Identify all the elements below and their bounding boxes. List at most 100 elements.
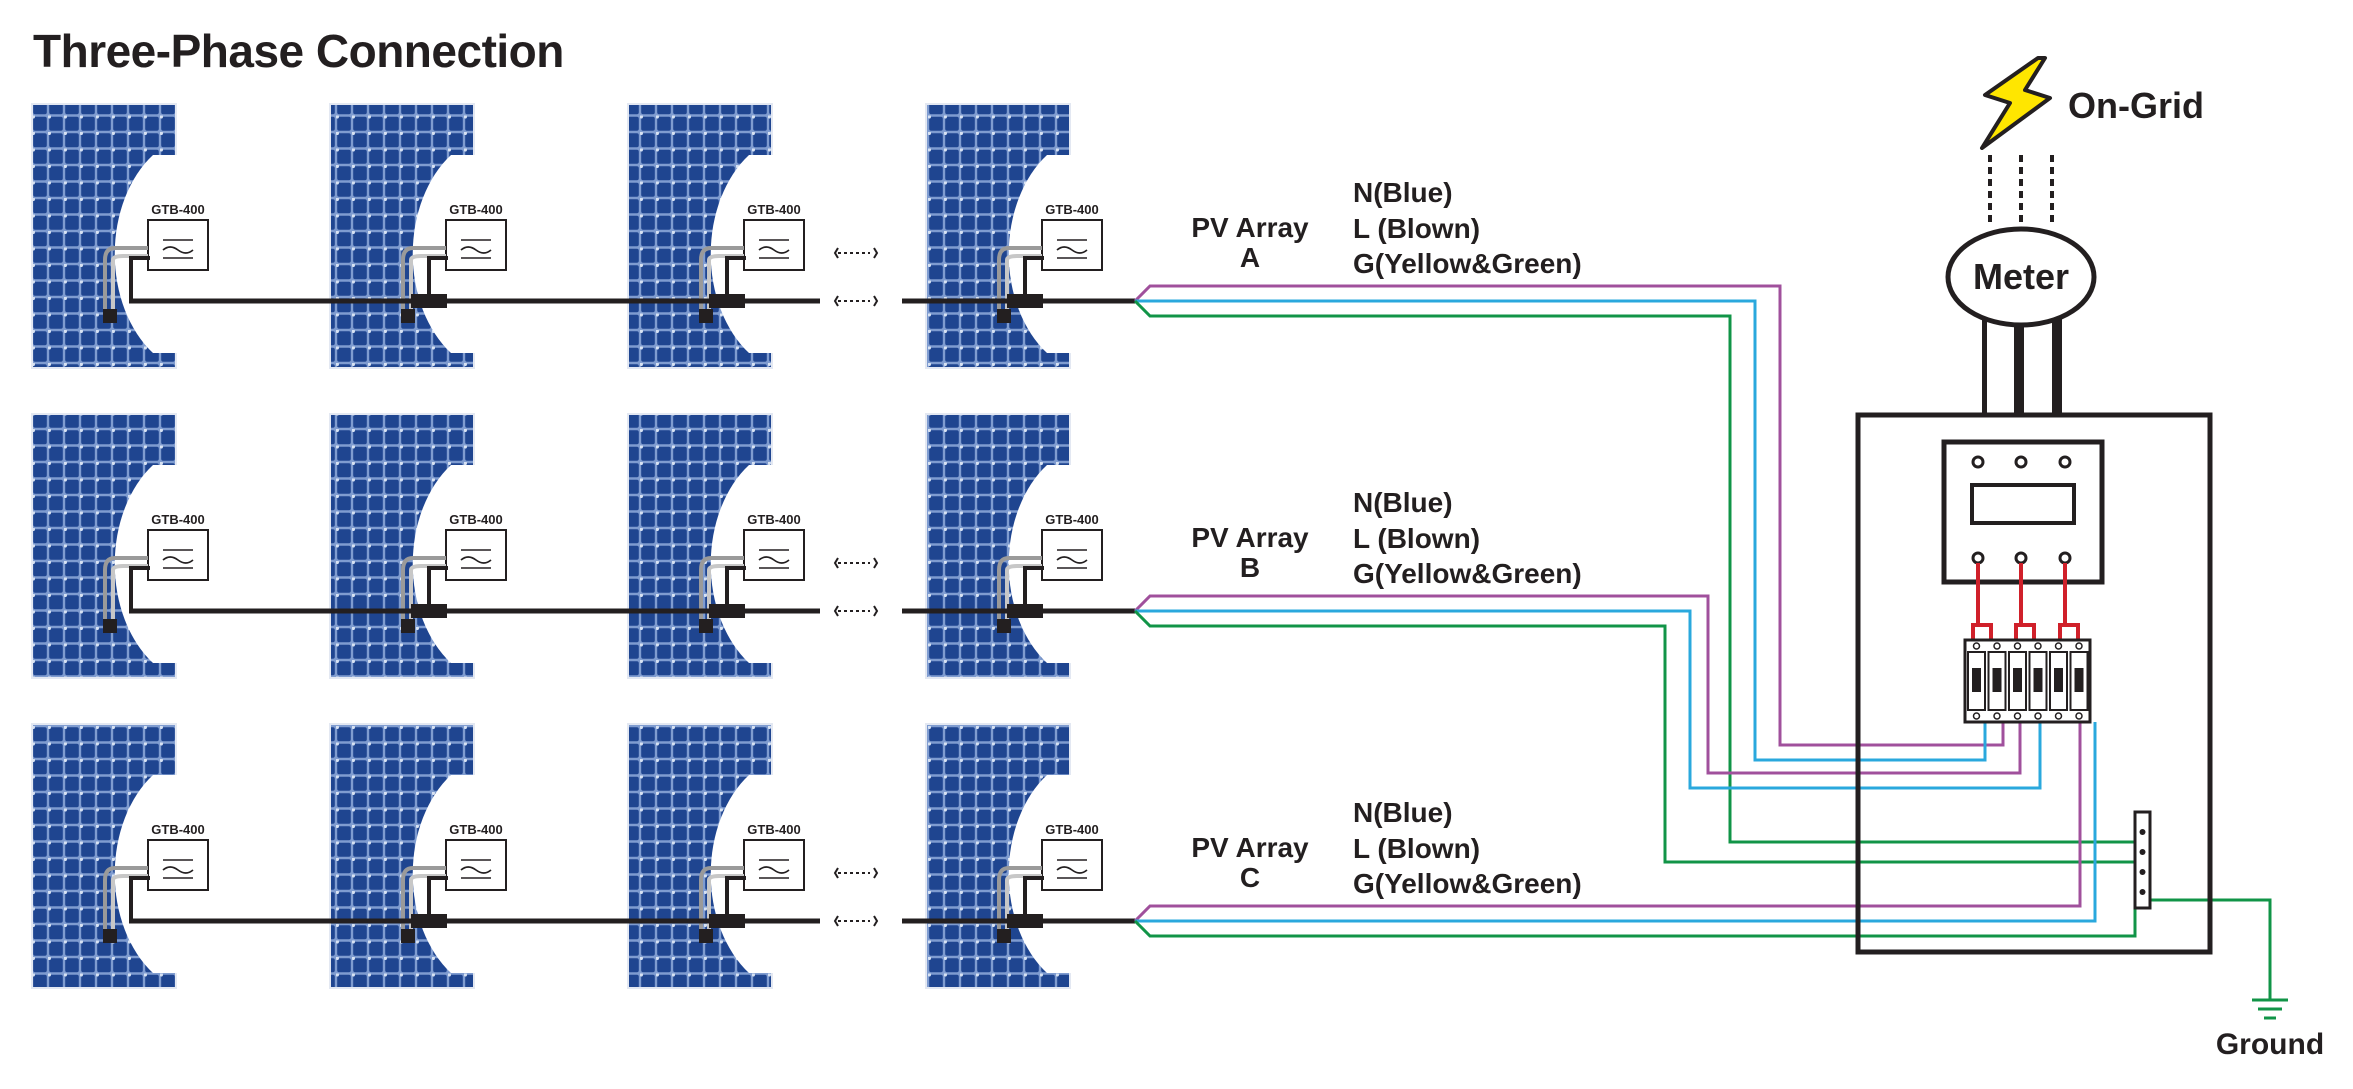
connector [997,929,1011,943]
inverter-box [743,839,805,891]
legend-neutral: N(Blue) [1353,487,1453,518]
dc-lead [1005,254,1042,316]
inverter-box [743,219,805,271]
wires-layer [1133,284,2272,1000]
ground-bar [2133,810,2152,910]
dc-lead [401,866,446,936]
breaker-feed [2065,623,2080,640]
breaker-screw [2075,712,2083,720]
breaker-feed [2014,563,2023,640]
wire-earth [2150,898,2272,1000]
legend-live: L (Blown) [1353,833,1480,864]
inverter-box [147,529,209,581]
breaker-switch [2054,668,2063,692]
inverter-box [445,529,507,581]
inverter-model-label: GTB-400 [151,822,204,837]
inverter-box [147,219,209,271]
pv-array-row: GTB-400 GTB-400 GTB-400 GTB-400 [31,413,1135,679]
breaker-feed [2058,563,2067,640]
inverter-model-label: GTB-400 [151,202,204,217]
inverter-symbol [758,239,790,259]
inverter-model-label: GTB-400 [449,202,502,217]
dc-lead [111,564,148,626]
inverter-model-label: GTB-400 [1045,512,1098,527]
connector [699,929,713,943]
diagram-title: Three-Phase Connection [33,25,564,77]
breaker-screw [2013,642,2022,650]
terminal-screw [2058,551,2072,565]
inverter-box [147,839,209,891]
ac-drop-cable [427,876,448,921]
dc-lead [699,866,744,936]
legend-live: L (Blown) [1353,523,1480,554]
ground-label: Ground [2216,1028,2324,1061]
dc-lead [401,246,446,316]
inverter-symbol [758,859,790,879]
dc-lead [997,556,1042,626]
continuation-ticks [833,557,879,569]
wire-live-b [1133,594,2022,775]
solar-panel-module: GTB-400 [925,723,1103,989]
legend-neutral: N(Blue) [1353,797,1453,828]
solar-panel-module: GTB-400 [627,103,805,369]
inverter-symbol [460,239,492,259]
inverter-model-label: GTB-400 [747,202,800,217]
breaker-screw [2034,642,2042,650]
continuation-ticks [833,605,879,617]
breaker-feed [1978,623,1993,640]
micro-inverter: GTB-400 [743,202,805,271]
connector [997,309,1011,323]
breaker-screw [1993,642,2001,650]
terminal-screw [2014,551,2028,565]
breaker-feed [2021,623,2036,640]
breaker-switch [2074,668,2084,692]
breaker-screw [2054,712,2063,720]
legend-live: L (Blown) [1353,213,1480,244]
wire-neutral-a [1135,299,1987,762]
wire-live-c [1133,722,2082,923]
ac-drop-cable [1023,256,1044,301]
micro-inverter: GTB-400 [445,512,507,581]
inverter-model-label: GTB-400 [1045,822,1098,837]
breaker-feed [1971,563,1980,640]
solar-panel-module: GTB-400 [925,103,1103,369]
meter-disc [1945,226,2097,328]
ac-drop-cable [129,566,150,611]
inverter-model-label: GTB-400 [1045,202,1098,217]
inverter-box [743,529,805,581]
connector [699,309,713,323]
breaker-switch [1972,668,1981,692]
solar-panel-module: GTB-400 [329,723,507,989]
terminal-screw [1971,455,1985,469]
breaker-screw [2034,712,2042,720]
micro-inverter: GTB-400 [1041,512,1103,581]
ground-bar-screw [2139,869,2146,875]
legend-ground: G(Yellow&Green) [1353,248,1582,279]
meter-display [1970,483,2076,525]
dc-lead [1005,564,1042,626]
dc-lead [409,874,446,936]
distribution-cabinet [1855,412,2213,955]
pv-array-label: PV Array [1191,522,1309,553]
micro-inverter: GTB-400 [147,822,209,891]
ac-drop-cable [725,876,746,921]
ac-drop-cable [427,256,448,301]
ac-drop-cable [129,876,150,921]
inverter-model-label: GTB-400 [747,512,800,527]
inverter-box [1041,529,1103,581]
inverter-symbol [1056,239,1088,259]
ground-bar-screw [2139,889,2146,895]
terminal-screw [2014,455,2028,469]
inverter-model-label: GTB-400 [747,822,800,837]
wire-live-a [1133,284,2005,747]
inverter-symbol [1056,549,1088,569]
wire-ground-a [1133,299,2135,844]
solar-panel-module: GTB-400 [627,723,805,989]
ground-icon [2252,998,2288,1020]
wire-neutral-b [1135,609,2042,790]
micro-inverter: GTB-400 [147,512,209,581]
micro-inverter: GTB-400 [1041,202,1103,271]
